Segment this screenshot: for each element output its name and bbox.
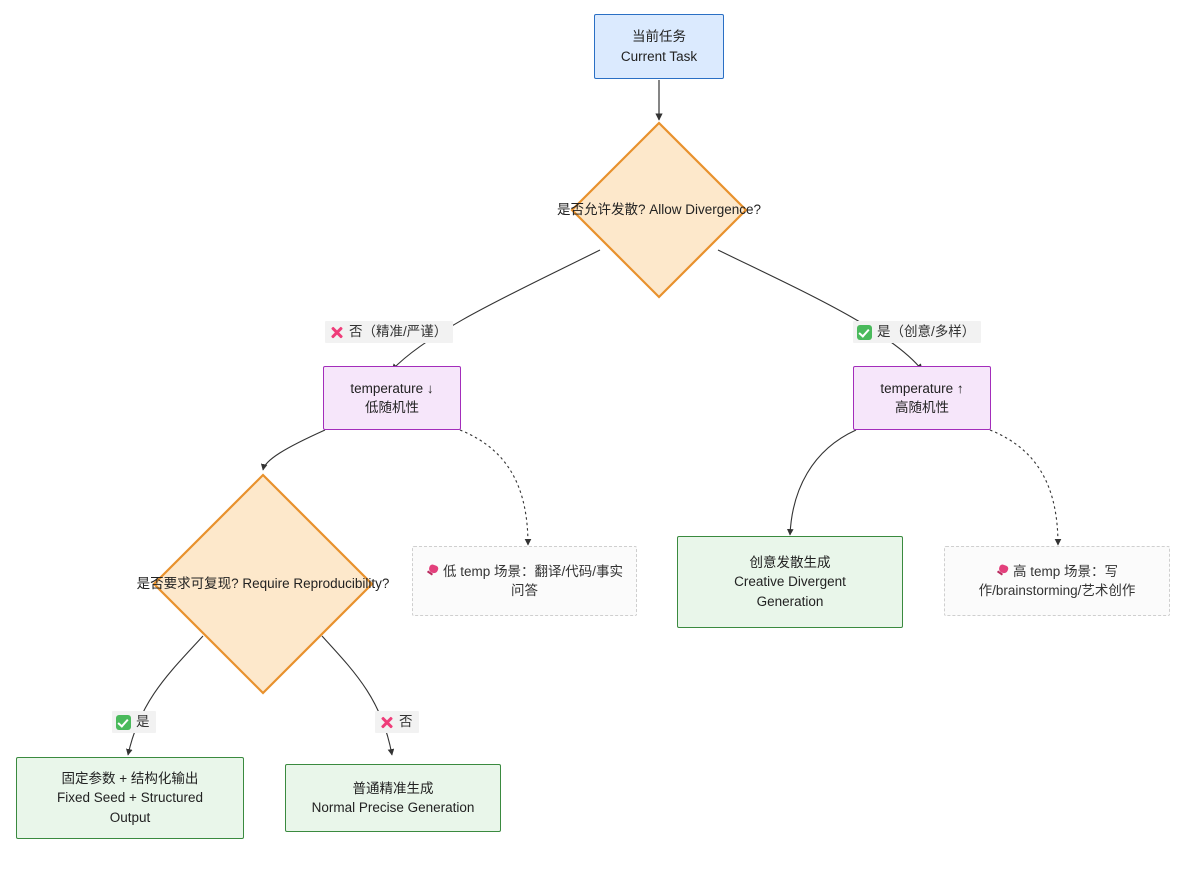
node-creative-line-en1: Creative Divergent [734,574,846,590]
node-allow-divergence[interactable]: 是否允许发散? Allow Divergence? [557,121,761,299]
edge-temp-low-to-note-low [459,429,532,546]
node-fixed-line-en1: Fixed Seed + Structured [57,790,203,806]
note-low-temp-text: 低 temp 场景：翻译/代码/事实问答 [442,563,623,598]
edge-temp-high-to-creative [786,429,857,536]
check-mark-icon [116,714,131,730]
node-normal-line-cn: 普通精准生成 [352,780,434,796]
edge-divergence-to-temp-high [717,249,923,371]
node-require-reproducibility[interactable]: 是否要求可复现? Require Reproducibility? [137,473,389,695]
node-allow-divergence-line-en: Allow Divergence? [649,201,762,217]
node-temperature-low[interactable]: temperature ↓ 低随机性 [323,366,461,430]
node-temperature-high-line-en: temperature ↑ [880,380,964,396]
edge-label-yes-creative-text: 是（创意/多样） [877,324,976,339]
diamond-shape [152,473,374,695]
node-creative-line-cn: 创意发散生成 [749,555,831,571]
node-fixed-seed-structured-output[interactable]: 固定参数 + 结构化输出 Fixed Seed + Structured Out… [16,757,244,839]
node-allow-divergence-line-cn: 是否允许发散? [556,201,646,217]
note-low-temp-scenarios: 低 temp 场景：翻译/代码/事实问答 [412,546,637,616]
edge-label-yes-creative: 是（创意/多样） [853,321,982,344]
edge-temp-low-to-reproducibility [260,429,326,471]
node-normal-line-en: Normal Precise Generation [311,800,475,815]
node-require-reproducibility-line-cn: 是否要求可复现? [136,575,239,591]
pushpin-icon [996,564,1010,578]
node-temperature-low-line-cn: 低随机性 [365,400,419,415]
edge-label-yes-short-text: 是 [136,714,150,729]
edge-temp-high-to-note-high [989,429,1062,546]
node-fixed-line-en2: Output [109,809,151,825]
node-current-task[interactable]: 当前任务 Current Task [594,14,724,79]
note-high-temp-text: 高 temp 场景：写作/brainstorming/艺术创作 [978,563,1136,598]
node-temperature-high[interactable]: temperature ↑ 高随机性 [853,366,991,430]
note-high-temp-content: 高 temp 场景：写作/brainstorming/艺术创作 [957,562,1157,600]
edge-divergence-to-temp-low [391,249,601,371]
node-require-reproducibility-line-en: Require Reproducibility? [242,575,390,591]
note-high-temp-scenarios: 高 temp 场景：写作/brainstorming/艺术创作 [944,546,1170,616]
edge-label-no-short-text: 否 [399,714,413,729]
node-fixed-line-cn: 固定参数 + 结构化输出 [61,771,199,787]
node-current-task-line-cn: 当前任务 [632,29,686,45]
cross-mark-icon [379,715,394,730]
edge-label-no-precise: 否（精准/严谨） [325,321,454,344]
node-temperature-high-line-cn: 高随机性 [895,400,949,415]
node-temperature-low-line-en: temperature ↓ [350,380,434,396]
edge-label-yes-short: 是 [112,711,156,734]
node-creative-divergent-generation[interactable]: 创意发散生成 Creative Divergent Generation [677,536,903,628]
pushpin-icon [426,564,440,578]
note-low-temp-content: 低 temp 场景：翻译/代码/事实问答 [425,562,624,600]
edge-label-no-short: 否 [375,711,419,734]
edge-label-no-precise-text: 否（精准/严谨） [349,324,448,339]
check-mark-icon [857,324,872,340]
node-allow-divergence-label: 是否允许发散? Allow Divergence? [557,200,761,220]
node-normal-precise-generation[interactable]: 普通精准生成 Normal Precise Generation [285,764,501,832]
node-current-task-line-en: Current Task [620,48,698,64]
cross-mark-icon [329,325,344,340]
node-creative-line-en2: Generation [756,593,824,609]
diamond-shape [570,121,748,299]
node-require-reproducibility-label: 是否要求可复现? Require Reproducibility? [137,574,390,594]
